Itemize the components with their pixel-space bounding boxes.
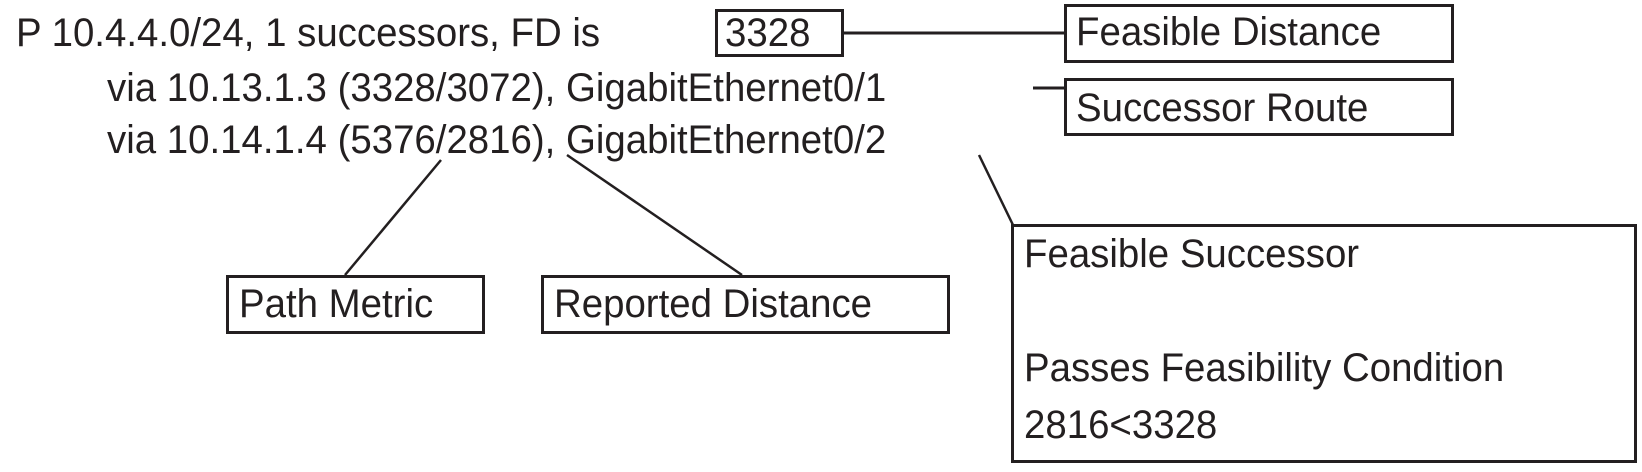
feasible-distance-callout (1064, 4, 1454, 63)
route-prefix: P 10.4.4.0/24, 1 successors, FD is (16, 11, 601, 55)
route-line-3: via 10.14.1.4 (5376/2816), GigabitEthern… (107, 118, 887, 162)
successor-route-callout (1064, 78, 1454, 136)
reported-distance-label: Reported Distance (554, 282, 873, 326)
feasible-successor-title: Feasible Successor (1024, 232, 1360, 276)
successor-route-label: Successor Route (1076, 86, 1369, 130)
path-metric-label: Path Metric (239, 282, 434, 326)
reported-distance-callout (541, 275, 950, 334)
feasibility-comparison: 2816<3328 (1024, 403, 1218, 447)
fd-value: 3328 (725, 11, 811, 55)
fd-value-box (715, 9, 844, 57)
feasible-successor-connector (977, 154, 1015, 226)
reported-distance-connector (566, 153, 743, 277)
path-metric-connector (344, 159, 442, 276)
feasible-successor-callout (1011, 224, 1637, 463)
route-line-2: via 10.13.1.3 (3328/3072), GigabitEthern… (107, 66, 887, 110)
feasible-distance-label: Feasible Distance (1076, 10, 1382, 54)
route-line-1: P 10.4.4.0/24, 1 successors, FD is (16, 11, 600, 55)
path-metric-callout (226, 275, 485, 334)
feasibility-condition-text: Passes Feasibility Condition (1024, 346, 1505, 390)
